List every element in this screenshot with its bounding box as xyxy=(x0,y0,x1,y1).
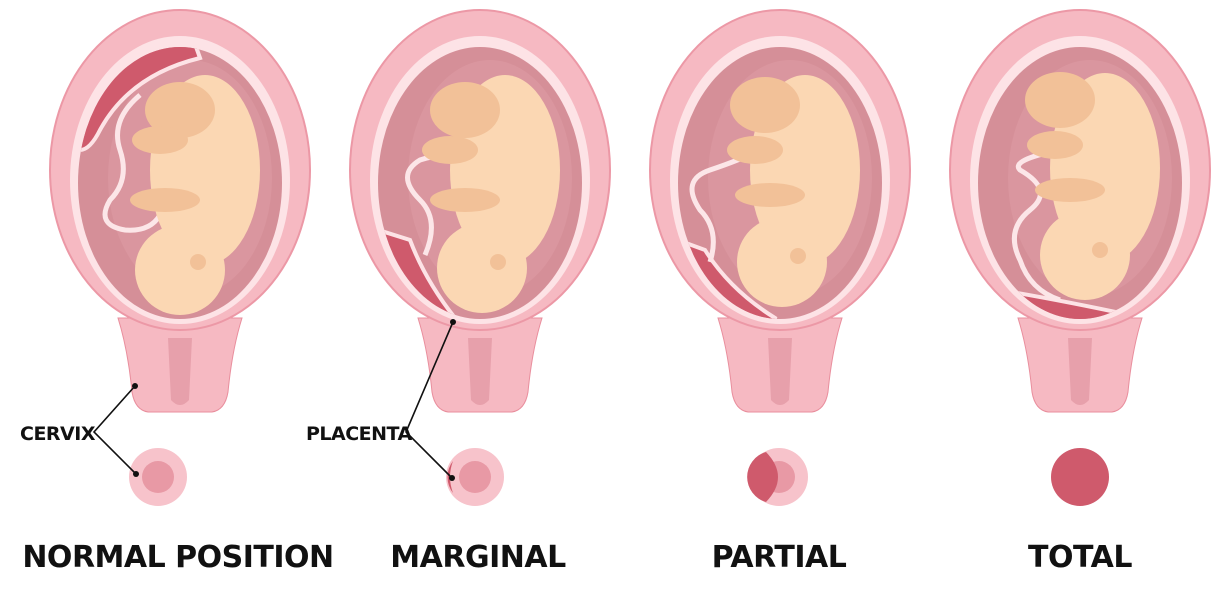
placenta-edge-on-cervix xyxy=(447,461,453,493)
panel-title-partial: PARTIAL xyxy=(712,540,847,575)
cervix-view xyxy=(1051,448,1109,506)
uterus-illustration xyxy=(349,9,611,413)
placenta-label: PLACENTA xyxy=(306,423,413,445)
umbilical-cord xyxy=(102,93,163,233)
cervix-view xyxy=(747,448,808,506)
cervix-label: CERVIX xyxy=(20,423,96,445)
panel-normal-position: CERVIX NORMAL POSITION xyxy=(20,9,334,575)
panel-title-marginal: MARGINAL xyxy=(390,540,566,575)
cervix-view xyxy=(446,448,504,506)
panel-marginal: PLACENTA MARGINAL xyxy=(306,9,611,575)
umbilical-cord xyxy=(1011,147,1061,303)
fetus xyxy=(130,75,260,315)
cervix-view xyxy=(129,448,187,506)
uterus-illustration xyxy=(649,9,911,413)
fetus xyxy=(422,75,560,313)
panel-title-total: TOTAL xyxy=(1028,540,1132,575)
cervical-canal xyxy=(768,338,792,405)
placenta-covering-cervix xyxy=(1051,448,1109,506)
panel-title-normal-position: NORMAL POSITION xyxy=(22,540,333,575)
cervical-canal xyxy=(1068,338,1092,405)
panel-partial: PARTIAL xyxy=(649,9,911,575)
cervical-canal xyxy=(468,338,492,405)
cervical-canal xyxy=(168,338,192,405)
placenta-callout: PLACENTA xyxy=(306,319,456,481)
panel-total: TOTAL xyxy=(949,9,1211,575)
fetus xyxy=(727,75,860,307)
uterus-illustration xyxy=(49,9,311,413)
cervix-callout: CERVIX xyxy=(20,383,139,477)
uterus-illustration xyxy=(949,9,1211,413)
fetus xyxy=(1025,72,1160,300)
placenta-on-cervix xyxy=(747,452,778,502)
